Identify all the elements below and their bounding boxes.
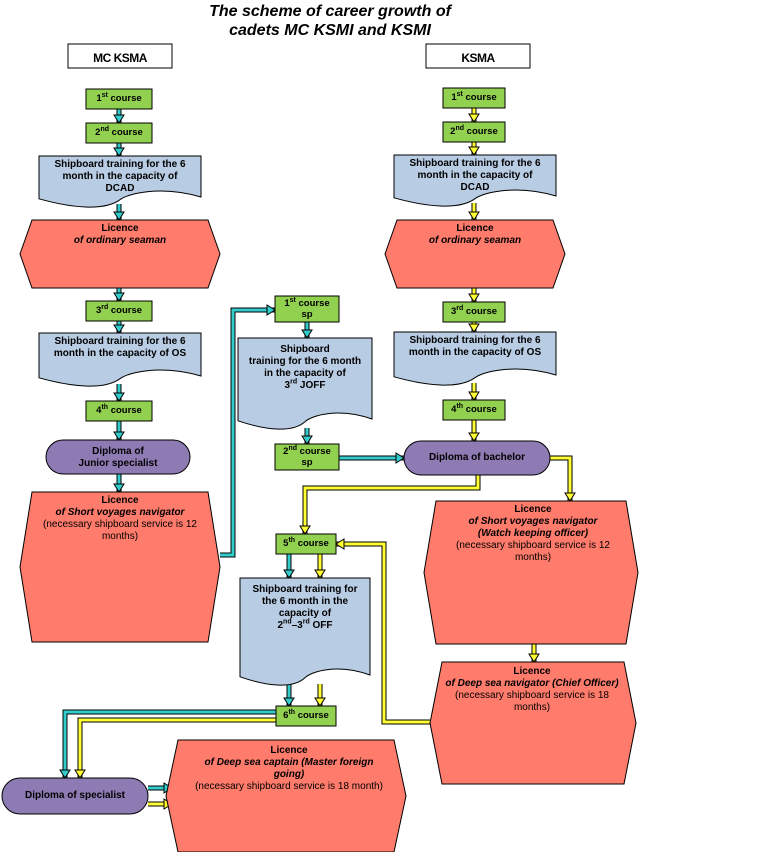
middle-course-6: 6th course <box>283 708 329 721</box>
arrow-l-1 <box>113 109 125 124</box>
right-course-4-box <box>442 399 506 421</box>
arrow-r-1 <box>468 108 480 123</box>
right-course-3-box <box>442 301 506 323</box>
left-course-2-box <box>85 122 153 144</box>
right-course-2-box <box>442 121 506 143</box>
captain-licence <box>165 739 407 852</box>
header-box-right <box>425 43 531 69</box>
left-course-4-box <box>85 400 153 422</box>
middle-off-doc <box>239 577 371 686</box>
arrow-off-to-6th-yellow <box>314 684 326 707</box>
header-ksma: KSMA <box>461 51 495 65</box>
middle-course-5-box <box>275 533 337 555</box>
middle-course-5: 5th course <box>283 536 329 549</box>
middle-joff-doc <box>237 337 373 430</box>
arrow-l-4 <box>113 288 125 302</box>
right-dcad-doc <box>393 154 557 207</box>
arrow-joff-to-sp2 <box>301 428 313 445</box>
arrow-sp2-to-bachelor <box>339 452 405 464</box>
diagram-title: The scheme of career growth of cadets MC… <box>120 2 540 40</box>
arrow-l-3 <box>113 204 125 221</box>
arrow-bachelor-to-5th <box>299 475 481 535</box>
arrow-l-6 <box>113 384 125 402</box>
arrow-deep-to-5th <box>335 538 430 725</box>
left-course-3: 3rd course <box>95 303 143 316</box>
specialist-diploma <box>1 777 149 815</box>
right-course-1: 1st course <box>451 90 497 103</box>
arrow-r-3 <box>468 203 480 221</box>
flow-shapes <box>1 43 639 852</box>
arrow-r-7 <box>468 420 480 442</box>
arrow-l-5 <box>113 321 125 334</box>
right-course-2: 2nd course <box>450 124 498 137</box>
title-line-1: The scheme of career growth of <box>209 3 451 20</box>
left-junior-diploma <box>45 439 191 475</box>
right-course-1-box <box>442 87 506 109</box>
left-course-2: 2nd course <box>95 125 143 138</box>
arrow-r-2 <box>468 142 480 156</box>
arrow-6th-to-specialist-yellow <box>74 717 276 779</box>
middle-course-1-sp-box <box>274 295 340 323</box>
middle-course-2-sp-box <box>274 443 340 471</box>
right-short-nav-licence <box>423 500 639 645</box>
title-line-2: cadets MC KSMI and KSMI <box>229 22 431 39</box>
left-course-1: 1st course <box>96 91 142 104</box>
arrow-l-7 <box>113 421 125 441</box>
arrow-l-8 <box>113 474 125 493</box>
left-course-3-box <box>85 300 153 322</box>
arrow-5th-to-off-yellow <box>314 554 326 579</box>
left-dcad-doc <box>38 155 202 208</box>
middle-course-6-box <box>275 705 337 727</box>
arrow-l-2 <box>113 143 125 157</box>
header-mc-ksma: MC KSMA <box>93 51 147 65</box>
bachelor-diploma <box>403 440 551 476</box>
arrow-junior-to-sp <box>220 304 276 558</box>
right-ordinary-licence <box>384 219 566 289</box>
right-course-3: 3rd course <box>450 304 498 317</box>
arrow-sp1-to-joff <box>301 322 313 339</box>
left-os-doc <box>38 332 202 387</box>
arrow-5th-to-off-cyan <box>283 554 295 579</box>
right-course-4: 4th course <box>451 402 497 415</box>
deep-nav-licence <box>429 661 637 785</box>
arrow-off-to-6th-cyan <box>283 684 295 707</box>
arrow-r-5 <box>468 322 480 333</box>
left-short-nav-licence <box>19 491 221 643</box>
arrow-r-6 <box>468 383 480 401</box>
left-course-1-box <box>85 88 153 110</box>
flow-arrows <box>59 108 576 810</box>
right-os-doc <box>393 331 557 386</box>
left-course-4: 4th course <box>96 403 142 416</box>
arrow-bachelor-to-short-nav <box>550 455 576 502</box>
diploma-bachelor: Diploma of bachelor <box>428 452 526 463</box>
arrow-short-to-deep <box>528 644 540 663</box>
arrow-r-4 <box>468 288 480 303</box>
left-ordinary-licence <box>19 219 221 289</box>
header-box-left <box>67 43 173 69</box>
arrow-6th-to-specialist-cyan <box>59 709 276 779</box>
diploma-specialist: Diploma of specialist <box>24 790 126 801</box>
